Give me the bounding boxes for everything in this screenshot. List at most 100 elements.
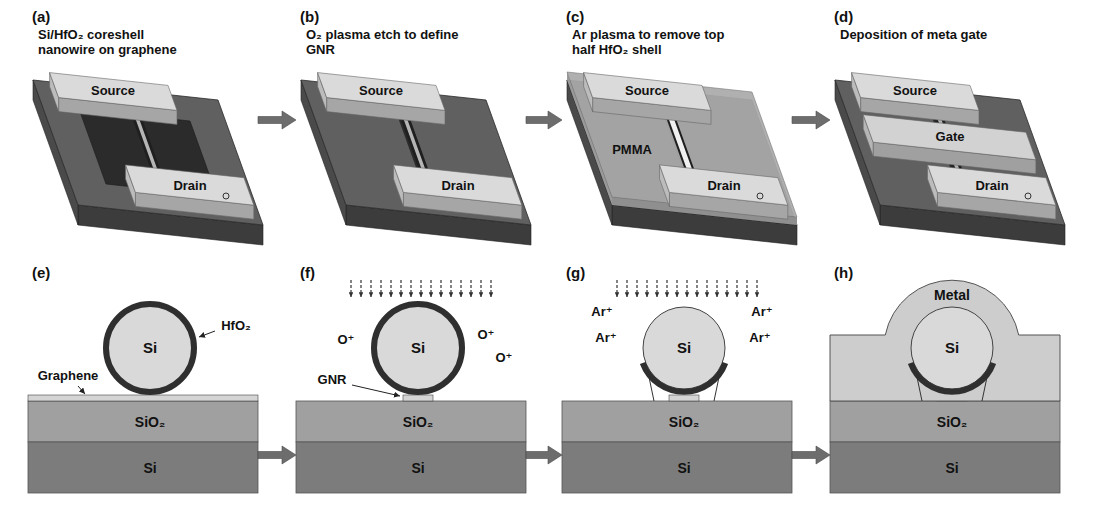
material-label: Metal xyxy=(934,287,970,303)
step-arrow xyxy=(526,111,562,129)
source-pad xyxy=(584,73,711,125)
terminal-label: Drain xyxy=(441,179,474,194)
metal-gate xyxy=(830,280,1060,401)
panel-f-art xyxy=(296,280,526,493)
terminal-label: Gate xyxy=(936,130,965,145)
panel-letter: (d) xyxy=(834,8,1056,26)
material-label: SiO₂ xyxy=(669,414,699,430)
leader-line xyxy=(199,331,215,337)
ion-label: O⁺ xyxy=(338,333,355,348)
process-step-panel: (a)Si/HfO₂ coreshell nanowire on graphen… xyxy=(28,6,258,250)
step-title: Si/HfO₂ coreshell nanowire on graphene xyxy=(32,27,198,57)
graphene-layer xyxy=(28,395,258,401)
panel-letter: (f) xyxy=(300,264,522,282)
material-label: GNR xyxy=(318,373,347,388)
terminal-label: Drain xyxy=(975,179,1008,194)
panel-e-art xyxy=(28,304,258,493)
material-label: Si xyxy=(143,460,156,476)
process-step-panel: (g) xyxy=(562,262,792,518)
material-label: Graphene xyxy=(38,369,99,384)
material-label: Graphene xyxy=(38,369,99,384)
terminal-label: Drain xyxy=(707,179,740,194)
ion-label: Ar⁺ xyxy=(595,331,616,346)
terminal-label: Drain xyxy=(975,179,1008,194)
source-pad xyxy=(50,73,177,125)
terminal-label: Gate xyxy=(936,130,965,145)
silicon-core xyxy=(643,307,725,389)
material-label: Si xyxy=(945,339,959,356)
layer-label: PMMA xyxy=(612,143,652,158)
silicon-core xyxy=(911,307,993,389)
material-label: Si xyxy=(411,339,425,356)
coreshell-nanowire xyxy=(374,304,462,392)
drain-pad xyxy=(660,165,788,219)
step-title: Deposition of meta gate xyxy=(834,27,1000,42)
terminal-label: Drain xyxy=(707,179,740,194)
material-label: Si xyxy=(677,460,690,476)
step-arrow xyxy=(258,111,296,129)
step-title: O₂ plasma etch to define GNR xyxy=(300,27,466,57)
terminal-label: Drain xyxy=(173,179,206,194)
drain-pad xyxy=(928,165,1056,219)
panel-h-art xyxy=(830,280,1060,493)
source-pad xyxy=(852,73,979,125)
step-arrow xyxy=(792,446,830,464)
terminal-label: Source xyxy=(91,84,135,99)
material-label: Si xyxy=(143,460,156,476)
drain-pad xyxy=(126,165,254,219)
material-label: SiO₂ xyxy=(937,414,967,430)
ion-label: O⁺ xyxy=(496,351,513,366)
remaining-shell xyxy=(911,363,994,392)
substrate-layers xyxy=(562,401,792,493)
material-label: Si xyxy=(143,339,157,356)
panel-b-art xyxy=(301,73,531,245)
contact-mark xyxy=(757,193,763,199)
material-label: SiO₂ xyxy=(403,414,433,430)
step-arrow xyxy=(258,446,296,464)
process-step-panel: (e) xyxy=(28,262,258,518)
terminal-label: Source xyxy=(359,84,403,99)
material-label: Si xyxy=(677,460,690,476)
material-label: SiO₂ xyxy=(669,414,699,430)
panel-letter: (b) xyxy=(300,8,522,26)
material-label: SiO₂ xyxy=(135,414,165,430)
process-step-panel: (d)Deposition of meta gate xyxy=(830,6,1060,250)
material-label: HfO₂ xyxy=(221,319,251,334)
substrate-layers xyxy=(830,401,1060,493)
ion-label: Ar⁺ xyxy=(591,305,612,320)
ion-label: Ar⁺ xyxy=(749,331,770,346)
material-label: SiO₂ xyxy=(135,414,165,430)
ion-label: O⁺ xyxy=(338,333,355,348)
process-step-panel: (c)Ar plasma to remove top half HfO₂ she… xyxy=(562,6,792,250)
ion-label: Ar⁺ xyxy=(595,331,616,346)
panel-c-art xyxy=(567,72,797,245)
material-label: SiO₂ xyxy=(403,414,433,430)
ion-label: O⁺ xyxy=(478,328,495,343)
terminal-label: Source xyxy=(625,84,669,99)
substrate-layers xyxy=(28,401,258,493)
gate-pad xyxy=(863,115,1036,174)
ion-arrows xyxy=(617,280,757,297)
material-label: Si xyxy=(411,460,424,476)
terminal-label: Drain xyxy=(173,179,206,194)
material-label: SiO₂ xyxy=(937,414,967,430)
material-label: HfO₂ xyxy=(221,319,251,334)
terminal-label: Source xyxy=(359,84,403,99)
material-label: Si xyxy=(945,460,958,476)
substrate-layers xyxy=(296,401,526,493)
source-pad xyxy=(318,73,445,125)
panel-d-art xyxy=(835,73,1065,245)
layer-label: PMMA xyxy=(612,143,652,158)
material-label: Metal xyxy=(934,287,970,303)
ion-label: O⁺ xyxy=(496,351,513,366)
terminal-label: Drain xyxy=(441,179,474,194)
panel-letter: (a) xyxy=(32,8,254,26)
step-arrow xyxy=(526,446,562,464)
ion-label: Ar⁺ xyxy=(591,305,612,320)
material-label: Si xyxy=(411,460,424,476)
material-label: GNR xyxy=(318,373,347,388)
terminal-label: Source xyxy=(893,84,937,99)
